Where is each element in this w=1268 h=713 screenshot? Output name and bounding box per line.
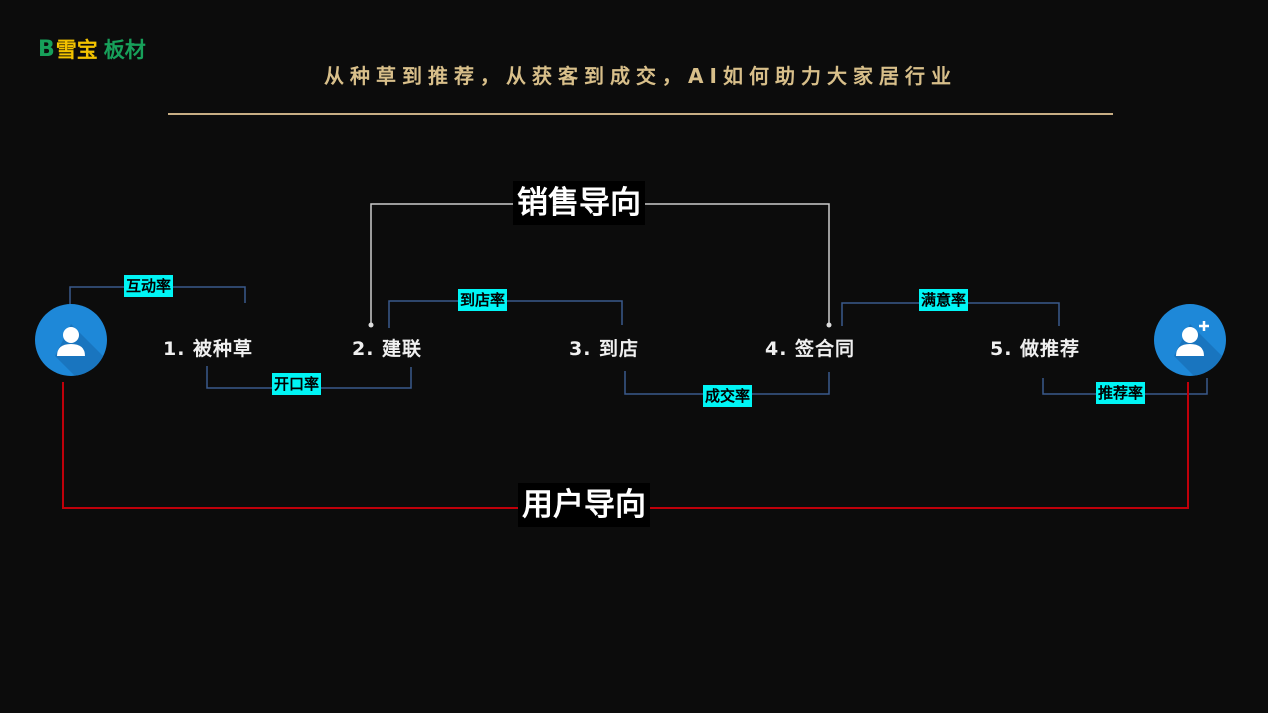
rate-open: 开口率 [272, 373, 322, 395]
rate-deal: 成交率 [703, 385, 753, 407]
step-2: 2. 建联 [352, 338, 423, 360]
user-icon [55, 324, 107, 376]
step-5: 5. 做推荐 [990, 338, 1081, 360]
step-3: 3. 到店 [569, 338, 640, 360]
step-1: 1. 被种草 [163, 338, 254, 360]
user-oriented-label: 用户导向 [518, 483, 650, 527]
rate-satisfaction: 满意率 [919, 289, 969, 311]
title-divider [168, 113, 1113, 115]
add-user-avatar [1154, 304, 1226, 376]
rate-visit: 到店率 [458, 289, 508, 311]
brand-logo: B 雪宝 板材 [38, 34, 146, 64]
logo-mark: B [38, 36, 55, 62]
add-user-icon [1174, 321, 1226, 376]
logo-brand: 雪宝 [55, 38, 98, 62]
sales-oriented-label: 销售导向 [513, 181, 645, 225]
logo-product: 板材 [103, 38, 146, 62]
rate-interaction: 互动率 [124, 275, 174, 297]
step-4: 4. 签合同 [765, 338, 856, 360]
slide-title: 从种草到推荐，从获客到成交，AI如何助力大家居行业 [324, 64, 957, 88]
user-avatar [35, 304, 107, 376]
rate-referral: 推荐率 [1096, 382, 1146, 404]
